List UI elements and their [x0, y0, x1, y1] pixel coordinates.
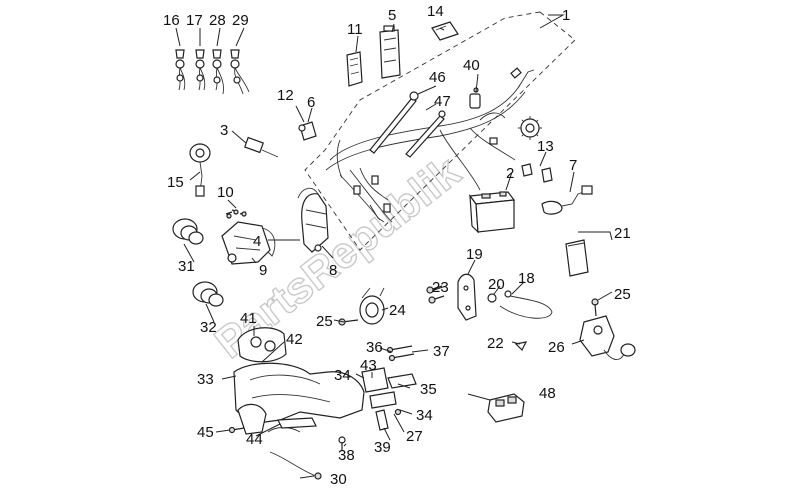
fuse-parts [521, 163, 553, 183]
battery-part [468, 191, 516, 234]
callout-46: 46 [429, 69, 446, 86]
cover-part [565, 239, 589, 277]
callout-18: 18 [518, 270, 535, 287]
callout-34-lower: 34 [416, 407, 433, 424]
callout-47: 47 [434, 93, 451, 110]
harness-enclosure [304, 11, 576, 251]
callout-7: 7 [569, 157, 577, 174]
callout-32: 32 [200, 319, 217, 336]
callout-23: 23 [432, 279, 449, 296]
callout-12: 12 [277, 87, 294, 104]
mount-plate-part [457, 273, 477, 321]
callout-labels: 1 2 3 4 5 6 7 8 9 10 11 12 13 14 15 16 1… [163, 3, 631, 488]
callout-22: 22 [487, 335, 504, 352]
callout-17: 17 [186, 12, 203, 29]
horn-part [359, 287, 385, 325]
starter-relay-part [579, 298, 636, 360]
dashboard-assembly-part [233, 327, 365, 435]
callout-8: 8 [329, 262, 337, 279]
bracket-parts-center [361, 345, 417, 431]
callout-25-left: 25 [316, 313, 333, 330]
callout-34-upper: 34 [334, 367, 351, 384]
callout-15: 15 [167, 174, 184, 191]
switch-part [298, 121, 317, 141]
screw-parts-23 [426, 285, 445, 304]
sensor-cable-part [487, 290, 553, 319]
callout-29: 29 [232, 12, 249, 29]
callout-45: 45 [197, 424, 214, 441]
ignition-coil-part [297, 187, 329, 253]
callout-6: 6 [307, 94, 315, 111]
fuse-holder-part [541, 185, 593, 215]
lamp-part [189, 143, 211, 197]
callout-42: 42 [286, 331, 303, 348]
screw-part-45 [228, 426, 245, 434]
connector-part [469, 87, 481, 109]
callout-33: 33 [197, 371, 214, 388]
gear-icon [518, 116, 542, 140]
callout-41: 41 [240, 310, 257, 327]
callout-25-right: 25 [614, 286, 631, 303]
callout-27: 27 [406, 428, 423, 445]
bolt-part-38 [338, 436, 346, 450]
callout-20: 20 [488, 276, 505, 293]
callout-40: 40 [463, 57, 480, 74]
callout-31: 31 [178, 258, 195, 275]
callout-21: 21 [614, 225, 631, 242]
regulator-part [379, 25, 401, 79]
callout-11: 11 [347, 21, 363, 38]
callout-16: 16 [163, 12, 180, 29]
callout-14: 14 [427, 3, 444, 20]
trim-bar-part [277, 417, 317, 429]
fuse-clip-part [431, 21, 459, 41]
grommet-parts [172, 218, 224, 307]
callout-43: 43 [360, 357, 377, 374]
callout-4: 4 [253, 233, 261, 250]
relay-part [346, 51, 363, 87]
callout-44: 44 [246, 431, 263, 448]
callout-38: 38 [338, 447, 355, 464]
callout-19: 19 [466, 246, 483, 263]
callout-30: 30 [330, 471, 347, 488]
cable-part-30 [269, 451, 322, 480]
callout-36: 36 [366, 339, 383, 356]
bulb-socket-parts [175, 49, 250, 95]
callout-28: 28 [209, 12, 226, 29]
callout-10: 10 [217, 184, 234, 201]
callout-48: 48 [539, 385, 556, 402]
bar-parts [369, 91, 446, 158]
callout-26: 26 [548, 339, 565, 356]
callout-2: 2 [506, 165, 514, 182]
switch-block-part [487, 393, 525, 423]
callout-5: 5 [388, 7, 396, 24]
bracket-part [221, 209, 276, 265]
callout-24: 24 [389, 302, 406, 319]
callout-35: 35 [420, 381, 437, 398]
callout-9: 9 [259, 262, 267, 279]
callout-13: 13 [537, 138, 554, 155]
callout-37: 37 [433, 343, 450, 360]
callout-1: 1 [562, 7, 570, 24]
callout-39: 39 [374, 439, 391, 456]
callout-3: 3 [220, 122, 228, 139]
wiring-harness-part [325, 67, 535, 223]
leader-lines [175, 14, 613, 479]
sensor-part [244, 136, 279, 158]
